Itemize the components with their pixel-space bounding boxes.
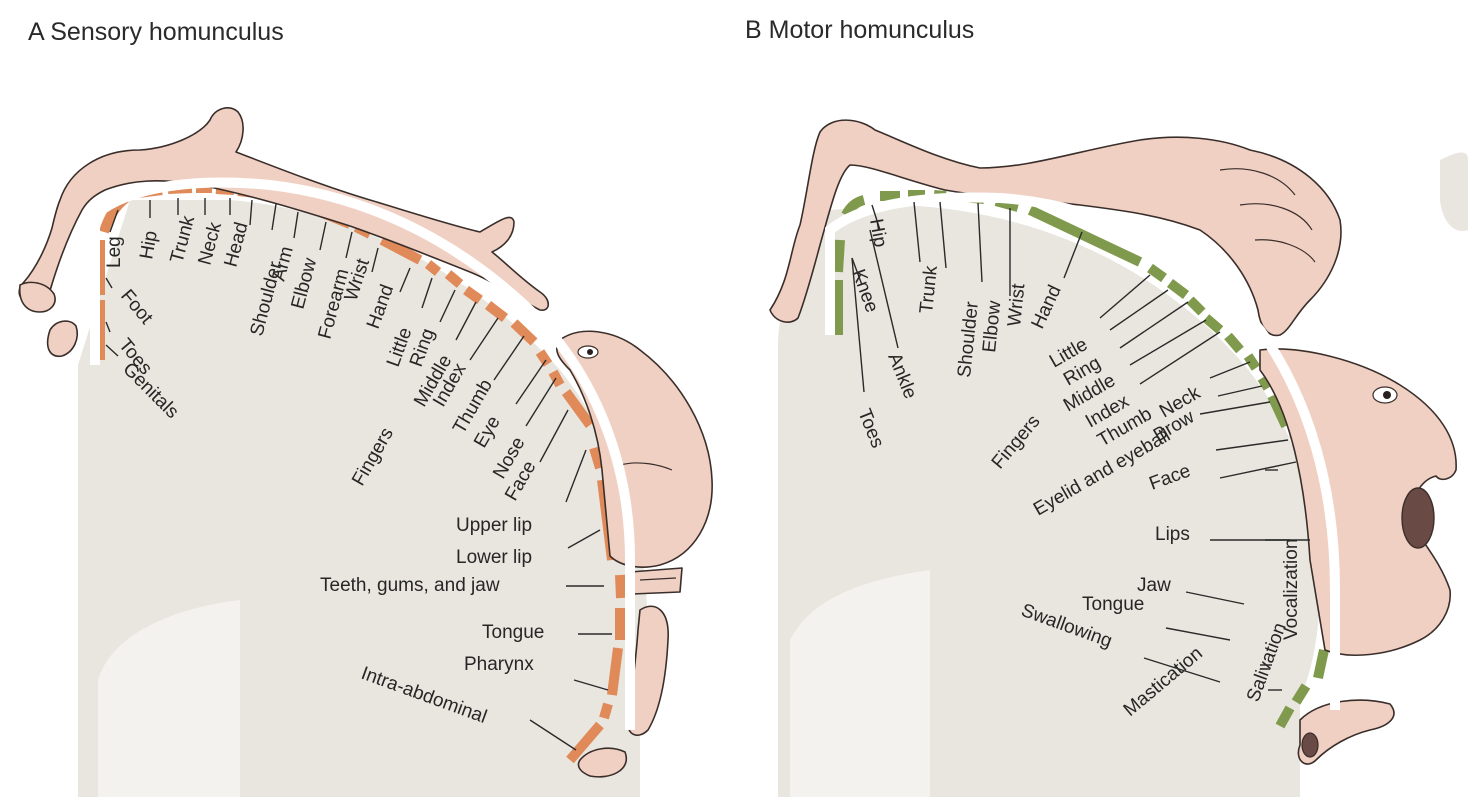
- motor-mouth-icon: [1402, 488, 1434, 548]
- sensory-label-leg: Leg: [104, 236, 125, 268]
- motor-cortex-segment: [1228, 336, 1240, 350]
- motor-cortex-segment: [1318, 650, 1324, 678]
- sensory-genitals: [48, 321, 78, 356]
- motor-panel-title: B Motor homunculus: [745, 16, 974, 44]
- motor-cortex-segment: [1150, 268, 1164, 278]
- motor-label-lips: Lips: [1155, 524, 1190, 545]
- sensory-label-upper-lip: Upper lip: [456, 515, 532, 536]
- sensory-label-pharynx: Pharynx: [464, 654, 534, 675]
- sensory-cortex-segment: [604, 704, 608, 718]
- sensory-cortex-segment: [612, 648, 618, 695]
- motor-panel: B Motor homunculus HipKneeAnkleToesTrunk…: [745, 16, 1468, 797]
- motor-cortex-segment: [1190, 300, 1202, 312]
- sensory-panel-title: A Sensory homunculus: [28, 18, 284, 46]
- motor-label-vocalization: Vocalization: [1281, 539, 1302, 640]
- sensory-pupil: [587, 349, 593, 355]
- motor-cortex-segment: [838, 240, 840, 272]
- sensory-label-teeth-gums-and-jaw: Teeth, gums, and jaw: [320, 575, 500, 596]
- motor-label-jaw: Jaw: [1137, 575, 1171, 596]
- motor-edge-shape: [1440, 153, 1468, 232]
- motor-tongue-opening: [1302, 733, 1318, 757]
- sensory-teeth: [630, 568, 682, 594]
- sensory-label-tongue: Tongue: [482, 622, 544, 643]
- motor-label-tongue: Tongue: [1082, 594, 1144, 615]
- motor-pupil: [1383, 391, 1391, 399]
- motor-cortex-segment: [1170, 283, 1186, 295]
- sensory-cortex-segment: [620, 575, 621, 598]
- sensory-cortex-segment: [428, 264, 438, 272]
- sensory-label-lower-lip: Lower lip: [456, 547, 532, 568]
